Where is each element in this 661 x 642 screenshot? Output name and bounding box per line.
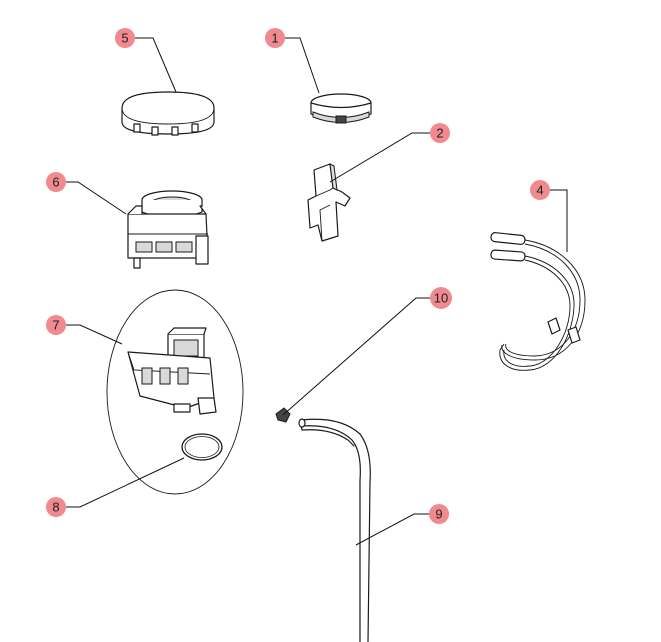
callout-6-label: 6 <box>52 175 59 190</box>
callout-7: 7 <box>46 315 66 335</box>
callout-2-label: 2 <box>436 126 443 141</box>
leader-9 <box>355 513 429 546</box>
part-1-small-cap <box>310 93 372 124</box>
callout-4: 4 <box>530 180 550 200</box>
callout-4-label: 4 <box>536 183 543 198</box>
callout-10-label: 10 <box>434 291 448 306</box>
callout-2: 2 <box>430 123 450 143</box>
callout-10: 10 <box>430 287 452 309</box>
part-6-valve-housing <box>127 190 209 269</box>
detail-ellipse <box>106 289 244 495</box>
leader-4 <box>549 189 568 252</box>
callout-7-label: 7 <box>52 318 59 333</box>
leader-10 <box>282 297 431 416</box>
part-8-o-ring <box>181 433 223 461</box>
part-2-bracket <box>307 163 351 242</box>
callout-5: 5 <box>115 28 135 48</box>
callout-1-label: 1 <box>271 31 278 46</box>
leader-7 <box>66 324 123 345</box>
callout-6: 6 <box>46 172 66 192</box>
leader-5 <box>135 37 177 93</box>
callout-9: 9 <box>429 504 449 524</box>
callout-8: 8 <box>46 497 66 517</box>
part-5-large-cap <box>121 91 215 136</box>
leader-2 <box>329 132 431 183</box>
callout-9-label: 9 <box>435 507 442 522</box>
callout-1: 1 <box>265 28 285 48</box>
leader-lines <box>66 37 568 546</box>
leader-8 <box>66 457 185 508</box>
callout-5-label: 5 <box>121 31 128 46</box>
part-9-tube <box>298 418 371 642</box>
part-4-wire-harness <box>490 232 586 371</box>
part-7-solenoid-valve <box>106 289 244 495</box>
leader-1 <box>285 37 320 94</box>
leader-6 <box>66 181 127 215</box>
callout-8-label: 8 <box>52 500 59 515</box>
